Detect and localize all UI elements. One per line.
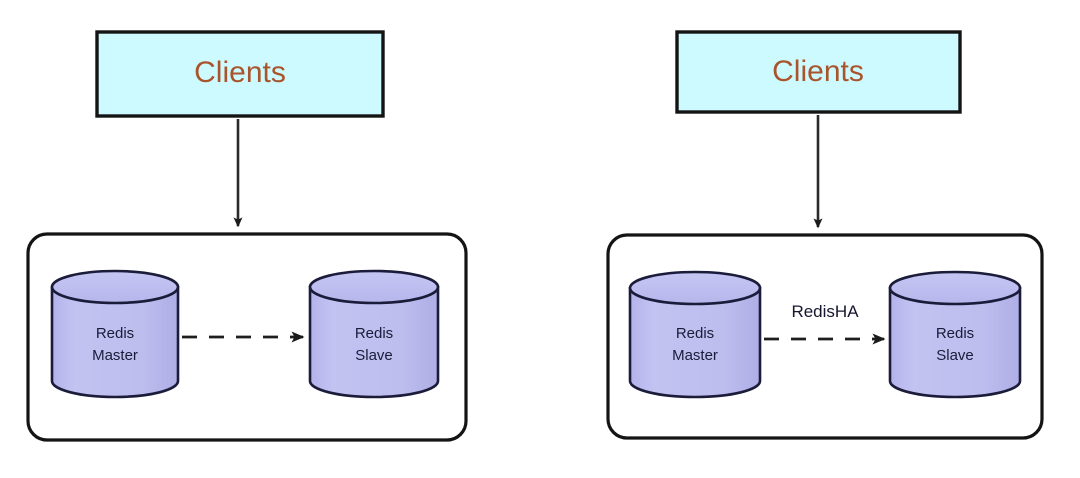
clients-box-right-label: Clients — [772, 55, 864, 88]
node-left-slave-line2: Slave — [355, 347, 393, 364]
clients-box-right[interactable]: Clients — [675, 30, 962, 114]
node-left-master-line1: Redis — [96, 325, 134, 342]
node-right-slave[interactable]: Redis Slave — [888, 270, 1022, 399]
node-left-master-top — [50, 269, 180, 305]
node-right-master-body — [628, 286, 762, 399]
node-left-master[interactable]: Redis Master — [50, 269, 180, 399]
node-right-master-line2: Master — [672, 347, 718, 364]
node-left-slave-top — [308, 269, 440, 305]
clients-box-right-rect — [675, 30, 962, 114]
node-right-slave-line1: Redis — [936, 325, 974, 342]
node-left-slave-line1: Redis — [355, 325, 393, 342]
node-right-slave-line2: Slave — [936, 347, 974, 364]
node-left-slave-body — [308, 285, 440, 399]
panel-right: Clients Redis Master RedisHA Redis Sl — [606, 30, 1044, 440]
clients-box-left-rect — [95, 30, 385, 118]
node-right-master-line1: Redis — [676, 325, 714, 342]
node-right-slave-top — [888, 270, 1022, 306]
replication-edge-right-label: RedisHA — [791, 302, 859, 321]
node-right-master[interactable]: Redis Master — [628, 270, 762, 399]
node-right-master-top — [628, 270, 762, 306]
panel-left: Clients Redis Master Redis Slave — [26, 30, 468, 442]
clients-box-left[interactable]: Clients — [95, 30, 385, 118]
node-right-slave-body — [888, 286, 1022, 399]
node-left-slave[interactable]: Redis Slave — [308, 269, 440, 399]
node-left-master-body — [50, 285, 180, 399]
clients-box-left-label: Clients — [194, 56, 286, 89]
node-left-master-line2: Master — [92, 347, 138, 364]
